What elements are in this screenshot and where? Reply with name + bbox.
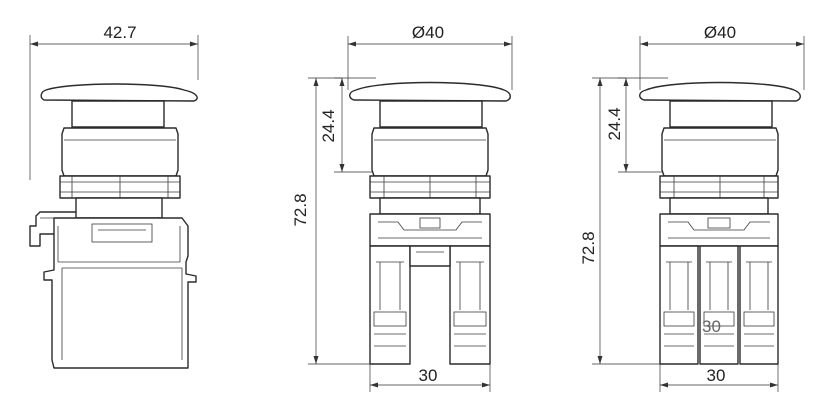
- side-latch: [29, 211, 76, 247]
- single-base-width-dimension: [369, 360, 491, 392]
- double-contact-block-left: [659, 245, 699, 365]
- single-total-height-dimension: [308, 77, 370, 365]
- double-base-width-label: 30: [707, 366, 726, 385]
- side-width-dimension: [29, 35, 199, 180]
- double-diameter-dimension: [639, 36, 805, 90]
- single-mushroom-cap: [349, 81, 511, 102]
- single-base-width-label: 30: [419, 366, 438, 385]
- front-view-double: Ø40 24.4 72.8 30: [579, 23, 805, 392]
- double-contact-block-middle: [699, 245, 739, 365]
- single-diameter-label: Ø40: [412, 23, 444, 42]
- double-head-height-label: 24.4: [605, 107, 624, 140]
- single-button-body: [371, 127, 489, 177]
- side-neck: [71, 100, 165, 128]
- double-base-width-dimension: [659, 362, 779, 392]
- single-head-height-label: 24.4: [319, 109, 338, 142]
- double-total-height-label: 72.8: [579, 231, 598, 264]
- side-view: 42.7: [29, 23, 199, 369]
- double-contact-block-right: [739, 245, 779, 365]
- double-total-height-dimension: [592, 77, 660, 365]
- double-head-height-dimension: [618, 77, 668, 173]
- double-diameter-label: Ø40: [704, 23, 736, 42]
- single-total-height-label: 72.8: [291, 193, 310, 226]
- double-ring-nut: [659, 175, 779, 199]
- side-width-label: 42.7: [103, 23, 136, 42]
- side-button-body: [61, 127, 179, 177]
- double-mushroom-cap: [639, 81, 801, 102]
- double-overlap-label: 30: [702, 317, 721, 336]
- side-contact-block: [43, 217, 197, 369]
- single-diameter-dimension: [347, 36, 513, 90]
- front-view-single: Ø40 24.4 72.8 30: [291, 23, 513, 392]
- side-mushroom-cap: [40, 83, 198, 102]
- double-button-body: [661, 127, 779, 177]
